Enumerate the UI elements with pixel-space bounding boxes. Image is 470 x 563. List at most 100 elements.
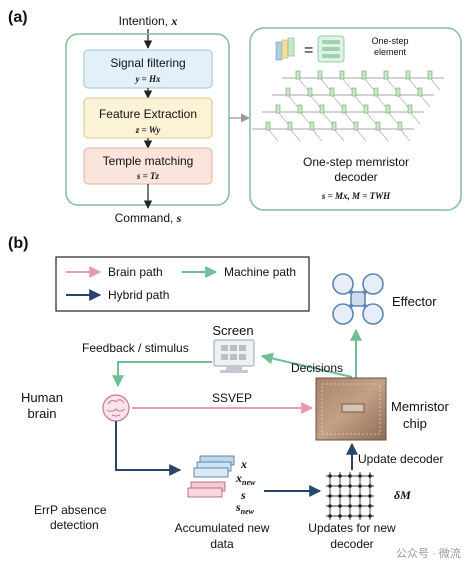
element-row-icon — [322, 47, 340, 51]
crossbar-column-line — [407, 77, 419, 91]
grid-node — [348, 494, 352, 498]
memristor-cell — [383, 70, 389, 80]
step-title: Temple matching — [103, 154, 194, 168]
arrow-screen-to-brain — [112, 361, 212, 388]
memristor-cell — [295, 70, 301, 80]
one-step-element-legend: = One-step element — [275, 35, 409, 63]
memristor-cell — [275, 104, 281, 114]
crossbar-column-line — [387, 111, 399, 125]
delta-m-label: δM — [394, 488, 411, 502]
memristor-cube-icon — [281, 39, 289, 59]
brain-path-label: Brain path — [108, 265, 163, 279]
memristor-cell — [405, 70, 411, 80]
arrow-brain-to-data — [115, 421, 182, 476]
crossbar-column-line — [299, 111, 311, 125]
grid-node — [328, 514, 332, 518]
element-row-icon — [322, 54, 340, 58]
accumulated-data-label-1: Accumulated new — [175, 521, 270, 535]
memristor-cell — [309, 121, 315, 131]
step-formula: y = Hx — [134, 74, 161, 84]
ssvep-label: SSVEP — [212, 391, 252, 405]
memristor-cell — [427, 70, 433, 80]
crossbar-column-line — [385, 77, 397, 91]
memristor-cell — [339, 70, 345, 80]
grid-node — [368, 484, 372, 488]
memristor-cube-icon — [287, 37, 295, 57]
grid-node — [368, 504, 372, 508]
grid-node — [358, 474, 362, 478]
data-var-s: s — [240, 488, 246, 502]
crossbar-column-line — [429, 77, 441, 91]
arrow-decisions-to-screen — [260, 352, 353, 378]
effector-label: Effector — [392, 294, 437, 309]
crossbar-column-line — [399, 128, 411, 142]
memristor-cube-icon — [275, 41, 283, 61]
crossbar-column-line — [365, 111, 377, 125]
updates-label-2: decoder — [330, 537, 373, 551]
crossbar-column-line — [375, 94, 387, 108]
memristor-cell — [351, 87, 357, 97]
crossbar-column-line — [297, 77, 309, 91]
memristor-cell — [363, 104, 369, 114]
memristor-cell — [361, 70, 367, 80]
watermark-text: 公众号 · 微流 — [396, 546, 461, 560]
memristor-crossbar-array — [252, 70, 444, 142]
errp-label-1: ErrP absence — [34, 503, 107, 517]
memristor-cell — [397, 121, 403, 131]
machine-path-label: Machine path — [224, 265, 296, 279]
grid-node — [338, 504, 342, 508]
data-stack-icon — [187, 455, 235, 498]
grid-node — [338, 514, 342, 518]
crossbar-column-line — [419, 94, 431, 108]
delta-m-grid-icon — [326, 472, 374, 520]
crossbar-column-line — [397, 94, 409, 108]
errp-label-2: detection — [50, 518, 99, 532]
memristor-cell — [331, 121, 337, 131]
intention-label: Intention, x — [119, 14, 178, 28]
crossbar-column-line — [309, 94, 321, 108]
update-decoder-label: Update decoder — [358, 452, 443, 466]
decoder-title-line-2: decoder — [334, 170, 377, 184]
memristor-cell — [395, 87, 401, 97]
panel-b-label: (b) — [8, 235, 28, 252]
memristor-cell — [317, 70, 323, 80]
crossbar-column-line — [353, 94, 365, 108]
grid-node — [328, 474, 332, 478]
step-title: Signal filtering — [110, 56, 185, 70]
crossbar-column-line — [319, 77, 331, 91]
grid-node — [358, 504, 362, 508]
grid-node — [328, 504, 332, 508]
panel-a-label: (a) — [8, 9, 28, 26]
memristor-cell — [285, 87, 291, 97]
hybrid-path-label: Hybrid path — [108, 288, 169, 302]
memristor-cell — [375, 121, 381, 131]
pipeline-steps: Signal filtering y = Hx Feature Extracti… — [83, 49, 213, 185]
crossbar-column-line — [409, 111, 421, 125]
one-step-element-label-1: One-step — [371, 36, 408, 46]
crossbar-column-line — [333, 128, 345, 142]
screen-label: Screen — [212, 323, 253, 338]
grid-node — [348, 484, 352, 488]
decoder-frame — [249, 27, 462, 211]
data-var-x-new: xnew — [235, 471, 256, 487]
memristor-cell — [297, 104, 303, 114]
grid-node — [358, 494, 362, 498]
memristor-chip-label-1: Memristor — [391, 399, 449, 414]
equals-sign: = — [304, 42, 313, 59]
crossbar-column-line — [341, 77, 353, 91]
brain-icon — [102, 394, 130, 422]
step-title: Feature Extraction — [99, 107, 197, 121]
crossbar-column-line — [287, 94, 299, 108]
memristor-cell — [407, 104, 413, 114]
memristor-cell — [353, 121, 359, 131]
grid-node — [348, 474, 352, 478]
crossbar-column-line — [331, 94, 343, 108]
data-var-s-new: snew — [235, 500, 255, 516]
grid-node — [358, 514, 362, 518]
grid-node — [328, 484, 332, 488]
grid-node — [328, 494, 332, 498]
memristor-cell — [265, 121, 271, 131]
grid-node — [358, 484, 362, 488]
one-step-element-label-2: element — [374, 47, 407, 57]
